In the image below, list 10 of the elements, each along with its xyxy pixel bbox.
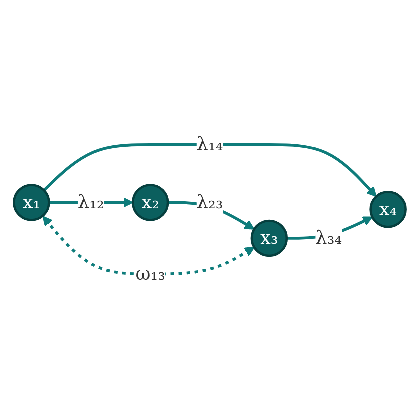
edge-label: λ₃₄ xyxy=(316,227,342,250)
edge-label: λ₁₂ xyxy=(78,192,104,214)
edge-label: ω₁₃ xyxy=(136,263,166,285)
edge-label: λ₂₃ xyxy=(196,192,224,214)
node-circle: x₄ xyxy=(370,191,407,229)
node-circle: x₁ xyxy=(13,184,50,222)
node-circle: x₃ xyxy=(250,220,288,258)
arrow xyxy=(43,144,377,198)
node-circle: x₂ xyxy=(132,184,170,222)
edge-label: λ₁₄ xyxy=(196,134,224,156)
